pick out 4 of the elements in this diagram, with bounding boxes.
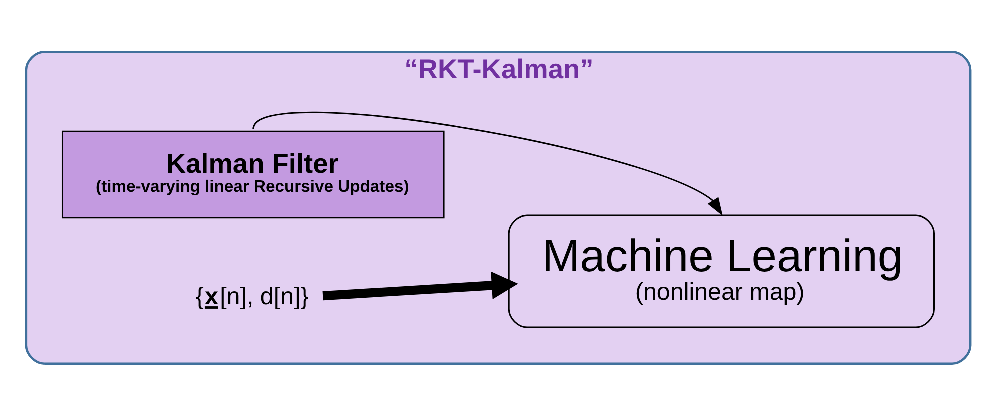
node-box: Kalman Filter (time-varying linear Recursive Updates) [62, 130, 445, 218]
node-box: Machine Learning (nonlinear map) [508, 214, 936, 328]
arrow [322, 271, 518, 300]
node-text: {x[n], d[n]} [196, 283, 309, 310]
